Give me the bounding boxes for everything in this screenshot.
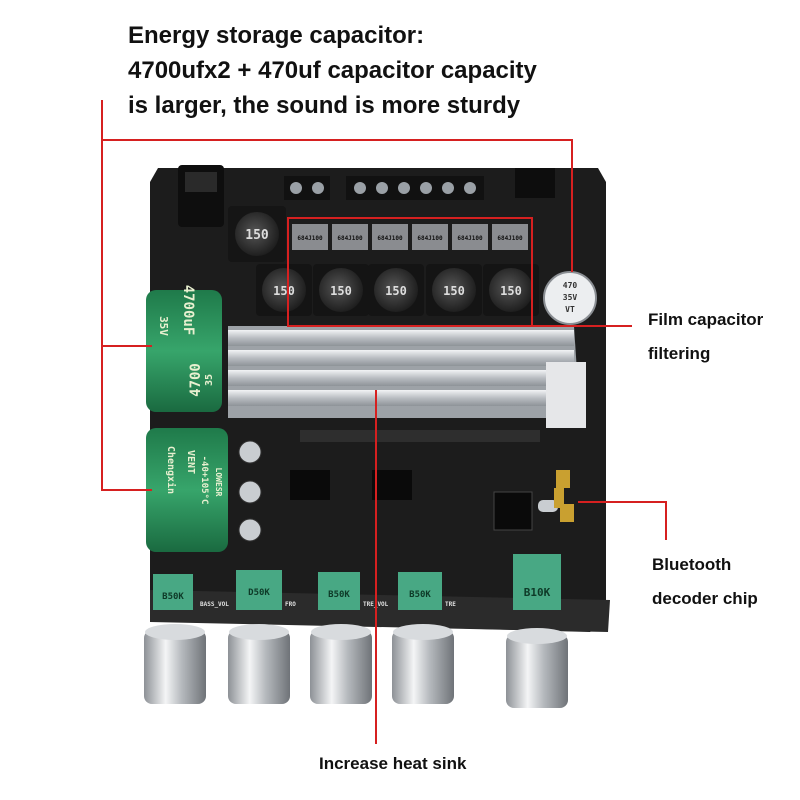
inductor-label: 150: [443, 284, 465, 298]
inductor-label: 150: [500, 284, 522, 298]
cap-brand: Chengxin: [165, 446, 177, 494]
callout-leader-lines: [101, 100, 667, 744]
pot-label: D50K: [248, 588, 270, 598]
capacitor-4700uf-bottom: Chengxin VENT -40+105°C LOWESR: [146, 428, 228, 552]
capacitor-4700uf-top: 4700uF 35V 4700 35: [146, 285, 222, 412]
small-components: [238, 430, 540, 542]
callout-bluetooth: Bluetooth decoder chip: [652, 548, 758, 616]
film-cap-label: 684J100: [417, 235, 443, 242]
film-cap-label: 684J100: [337, 235, 363, 242]
pot-label: B50K: [328, 590, 350, 600]
film-cap-label: 684J100: [297, 235, 323, 242]
cap-470-series: VT: [565, 305, 575, 314]
audio-jack: [515, 168, 555, 198]
leader-bluetooth: [578, 501, 667, 540]
callout-film-capacitor: Film capacitor filtering: [648, 303, 763, 371]
heat-sink: [228, 326, 586, 428]
film-capacitors: 684J100 684J100 684J100 684J100 684J100 …: [292, 224, 528, 250]
cap-470-value: 470: [563, 281, 578, 290]
callout-film-line-1: Film capacitor: [648, 310, 764, 329]
cap-temp-range: -40+105°C: [199, 456, 209, 505]
capacitor-470uf: 470 35V VT: [543, 271, 597, 325]
leader-film-capacitor-box: [287, 217, 533, 327]
inductor-label: 150: [273, 284, 295, 298]
silkscreen-label: TRE: [445, 601, 456, 608]
cap-4700-voltage: 35V: [157, 316, 170, 336]
callout-heat-sink: Increase heat sink: [319, 747, 466, 781]
inductors-row: 150 150 150 150 150: [256, 264, 539, 316]
pot-label: B50K: [162, 592, 184, 602]
cap-470-voltage: 35V: [563, 293, 578, 302]
control-knobs: [144, 624, 568, 708]
inductor-label: 150: [330, 284, 352, 298]
potentiometers: B50K D50K B50K B50K B10K BASS_VOL FRO TR…: [153, 554, 561, 610]
callout-heat-sink-text: Increase heat sink: [319, 754, 467, 773]
inductor-large-label: 150: [245, 228, 269, 243]
inductor-large: 150: [228, 206, 286, 262]
film-cap-label: 684J100: [497, 235, 523, 242]
headline: Energy storage capacitor: 4700ufx2 + 470…: [128, 18, 728, 123]
silkscreen-label: FRO: [285, 601, 296, 608]
callout-bluetooth-line-2: decoder chip: [652, 589, 758, 608]
headline-line-1: Energy storage capacitor:: [128, 22, 425, 49]
film-cap-label: 684J100: [457, 235, 483, 242]
cap-4700-value-2: 4700: [188, 363, 204, 397]
cap-4700-voltage-2: 35: [204, 374, 215, 386]
bluetooth-decoder-chip: [493, 470, 574, 531]
film-cap-label: 684J100: [377, 235, 403, 242]
screw-terminals: [284, 176, 484, 200]
pot-label: B50K: [409, 590, 431, 600]
cap-series-label: LOWESR: [214, 468, 223, 497]
callout-film-line-2: filtering: [648, 344, 711, 363]
headline-line-2: 4700ufx2 + 470uf capacitor capacity: [128, 57, 537, 84]
callout-bluetooth-line-1: Bluetooth: [652, 555, 732, 574]
dc-power-jack: [178, 165, 224, 227]
headline-line-3: is larger, the sound is more sturdy: [128, 92, 521, 119]
pot-label: B10K: [524, 586, 551, 599]
inductor-label: 150: [385, 284, 407, 298]
cap-4700-value: 4700uF: [180, 285, 196, 336]
cap-vent-label: VENT: [185, 450, 196, 474]
silkscreen-label: BASS_VOL: [200, 601, 229, 608]
leader-energy-capacitor: [101, 100, 152, 491]
